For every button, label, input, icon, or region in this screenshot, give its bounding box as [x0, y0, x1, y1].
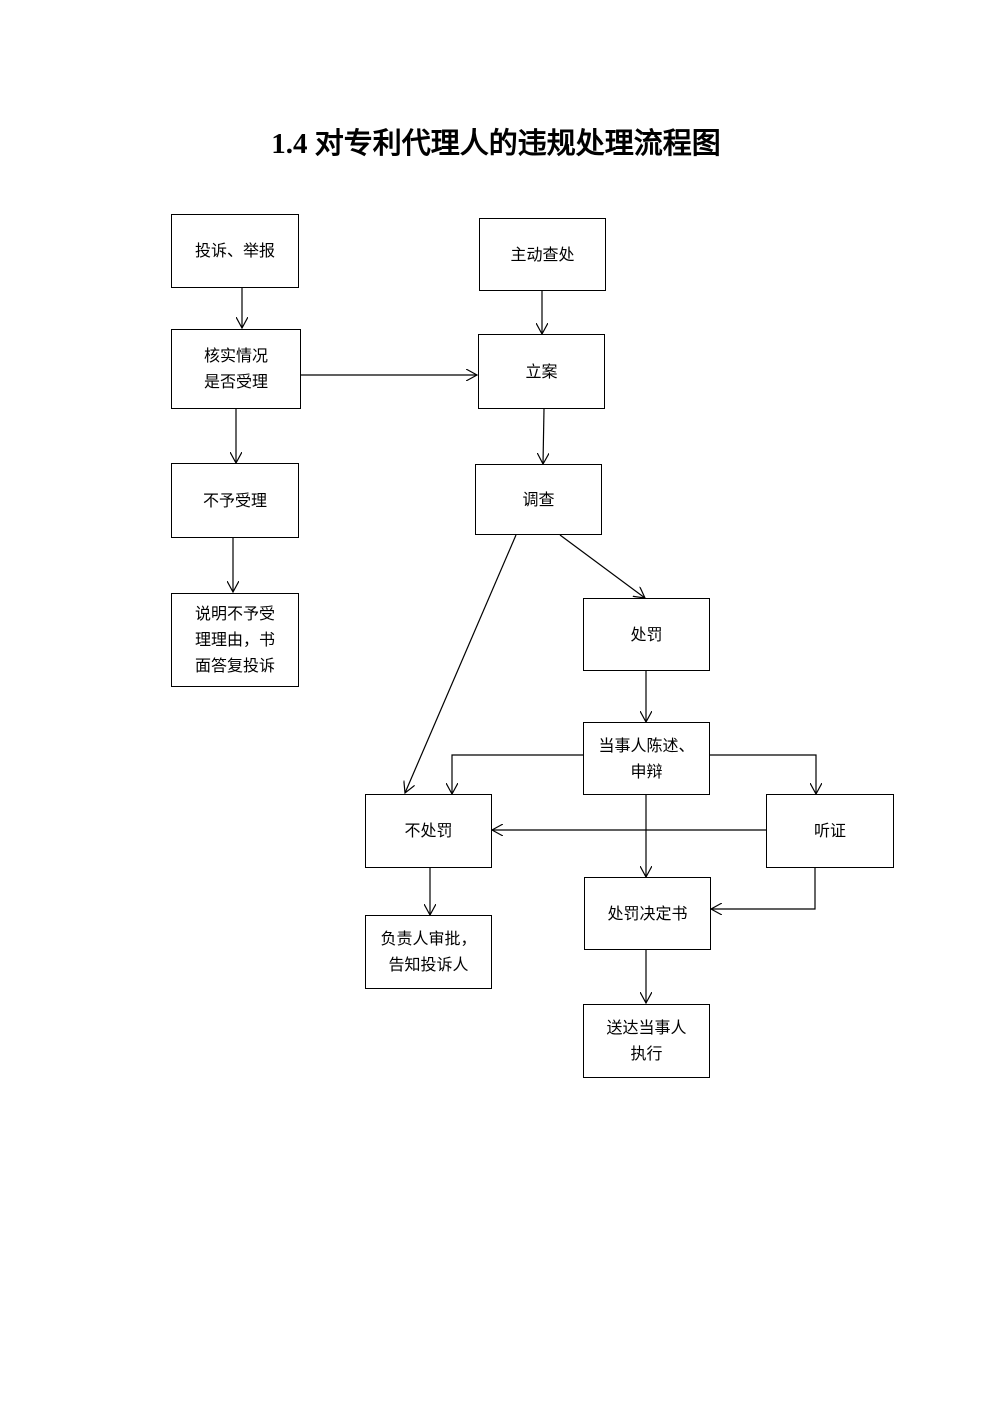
- node-no-penalty: 不处罚: [365, 794, 492, 868]
- node-penalty: 处罚: [583, 598, 710, 671]
- node-approve-label: 负责人审批， 告知投诉人: [380, 929, 477, 974]
- arrow-statement-to-hearing: [710, 754, 816, 794]
- node-deliver: 送达当事人 执行: [583, 1004, 710, 1078]
- node-no-penalty-label: 不处罚: [404, 821, 453, 840]
- node-verify-label: 核实情况 是否受理: [203, 346, 268, 391]
- node-penalty-label: 处罚: [630, 624, 663, 644]
- node-hearing: 听证: [766, 794, 894, 868]
- node-decision-label: 处罚决定书: [607, 903, 688, 923]
- node-investigate: 调查: [475, 464, 602, 535]
- node-not-accept: 不予受理: [171, 463, 299, 538]
- arrow-investigate-to-penalty: [559, 534, 645, 598]
- node-statement-label: 当事人陈述、 申辩: [598, 735, 695, 781]
- node-approve: 负责人审批， 告知投诉人: [365, 915, 492, 989]
- node-file-case-label: 立案: [525, 361, 558, 381]
- node-investigate-label: 调查: [522, 489, 555, 509]
- node-proactive-label: 主动查处: [510, 244, 575, 264]
- node-deliver-label: 送达当事人 执行: [606, 1018, 687, 1063]
- page-title: 1.4 对专利代理人的违规处理流程图: [271, 128, 721, 160]
- arrow-statement-to-nopenalty: [452, 754, 583, 794]
- node-decision: 处罚决定书: [584, 877, 711, 950]
- node-file-case: 立案: [478, 334, 605, 409]
- node-explain-label: 说明不予受 理理由，书 面答复投诉: [194, 604, 275, 675]
- node-statement: 当事人陈述、 申辩: [583, 722, 710, 795]
- arrow-investigate-to-nopenalty: [405, 534, 517, 793]
- node-complaint-label: 投诉、举报: [194, 241, 275, 260]
- node-proactive: 主动查处: [479, 218, 606, 291]
- node-hearing-label: 听证: [813, 821, 846, 840]
- arrow-filecase-to-investigate: [543, 408, 544, 464]
- node-complaint: 投诉、举报: [171, 214, 299, 288]
- node-not-accept-label: 不予受理: [202, 490, 267, 510]
- node-verify: 核实情况 是否受理: [171, 329, 301, 409]
- node-explain: 说明不予受 理理由，书 面答复投诉: [171, 593, 299, 687]
- arrow-hearing-to-decision: [711, 868, 816, 909]
